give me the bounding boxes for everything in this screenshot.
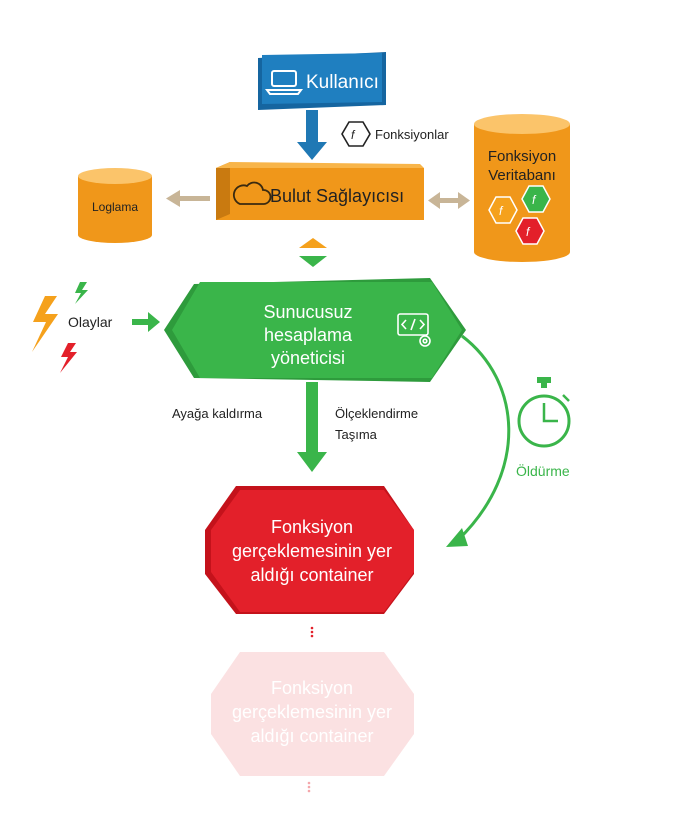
events-group: Olaylar bbox=[32, 282, 160, 373]
arrow-events-to-manager bbox=[132, 312, 160, 332]
ghost-label-line3: aldığı container bbox=[250, 726, 373, 746]
container-label-line3: aldığı container bbox=[250, 565, 373, 585]
lightning-icon bbox=[75, 282, 88, 304]
function-container-node: Fonksiyon gerçeklemesinin yer aldığı con… bbox=[205, 486, 414, 614]
arrow-kill-curve bbox=[446, 334, 511, 547]
db-label-line2: Veritabanı bbox=[488, 167, 556, 184]
function-icon: f bbox=[521, 185, 551, 213]
ghost-container-node: Fonksiyon gerçeklemesinin yer aldığı con… bbox=[211, 652, 414, 776]
spin-up-label: Ayağa kaldırma bbox=[172, 406, 263, 421]
ellipsis-dots bbox=[307, 781, 311, 793]
ghost-label-line2: gerçeklemesinin yer bbox=[232, 702, 392, 722]
fx-glyph: f bbox=[532, 193, 537, 207]
arrow-manager-to-container bbox=[297, 382, 327, 472]
container-label-line1: Fonksiyon bbox=[271, 517, 353, 537]
events-label: Olaylar bbox=[68, 314, 113, 330]
manager-label-line1: Sunucusuz bbox=[263, 302, 352, 322]
stopwatch-icon bbox=[517, 377, 571, 448]
fx-glyph: f bbox=[499, 204, 504, 218]
kill-label: Öldürme bbox=[516, 462, 570, 479]
laptop-icon bbox=[265, 70, 303, 95]
db-label-line1: Fonksiyon bbox=[488, 148, 556, 165]
lightning-icon bbox=[60, 343, 77, 373]
user-label: Kullanıcı bbox=[306, 72, 379, 93]
logging-label: Loglama bbox=[92, 200, 138, 214]
function-icon: f bbox=[488, 196, 518, 224]
cloud-icon bbox=[233, 181, 272, 205]
lightning-icon bbox=[32, 296, 58, 352]
fx-glyph: f bbox=[526, 225, 531, 239]
code-gear-icon bbox=[397, 313, 431, 347]
connector-diamond bbox=[299, 238, 327, 267]
manager-label-line3: yöneticisi bbox=[271, 348, 345, 368]
function-icon-glyph: f bbox=[351, 128, 356, 142]
function-icon: f bbox=[515, 217, 545, 245]
scale-label-line2: Taşıma bbox=[335, 427, 378, 442]
ellipsis-dots bbox=[310, 626, 314, 638]
user-node: Kullanıcı bbox=[258, 52, 386, 110]
arrow-cloud-to-logging bbox=[166, 190, 210, 207]
container-label-line2: gerçeklemesinin yer bbox=[232, 541, 392, 561]
cloud-provider-label: Bulut Sağlayıcısı bbox=[270, 186, 404, 206]
arrow-user-to-cloud bbox=[297, 110, 327, 160]
arrow-cloud-db bbox=[428, 192, 470, 209]
logging-node: Loglama bbox=[78, 168, 152, 243]
functions-label: Fonksiyonlar bbox=[375, 127, 449, 142]
manager-label-line2: hesaplama bbox=[264, 325, 353, 345]
scale-label-line1: Ölçeklendirme bbox=[335, 406, 418, 421]
cloud-provider-node: Bulut Sağlayıcısı bbox=[216, 162, 424, 220]
function-db-node: Fonksiyon Veritabanı f f f bbox=[474, 114, 570, 262]
ghost-label-line1: Fonksiyon bbox=[271, 678, 353, 698]
functions-label-group: f Fonksiyonlar bbox=[341, 121, 449, 147]
function-icon bbox=[341, 121, 371, 147]
serverless-manager-node: Sunucusuz hesaplama yöneticisi bbox=[164, 278, 466, 382]
